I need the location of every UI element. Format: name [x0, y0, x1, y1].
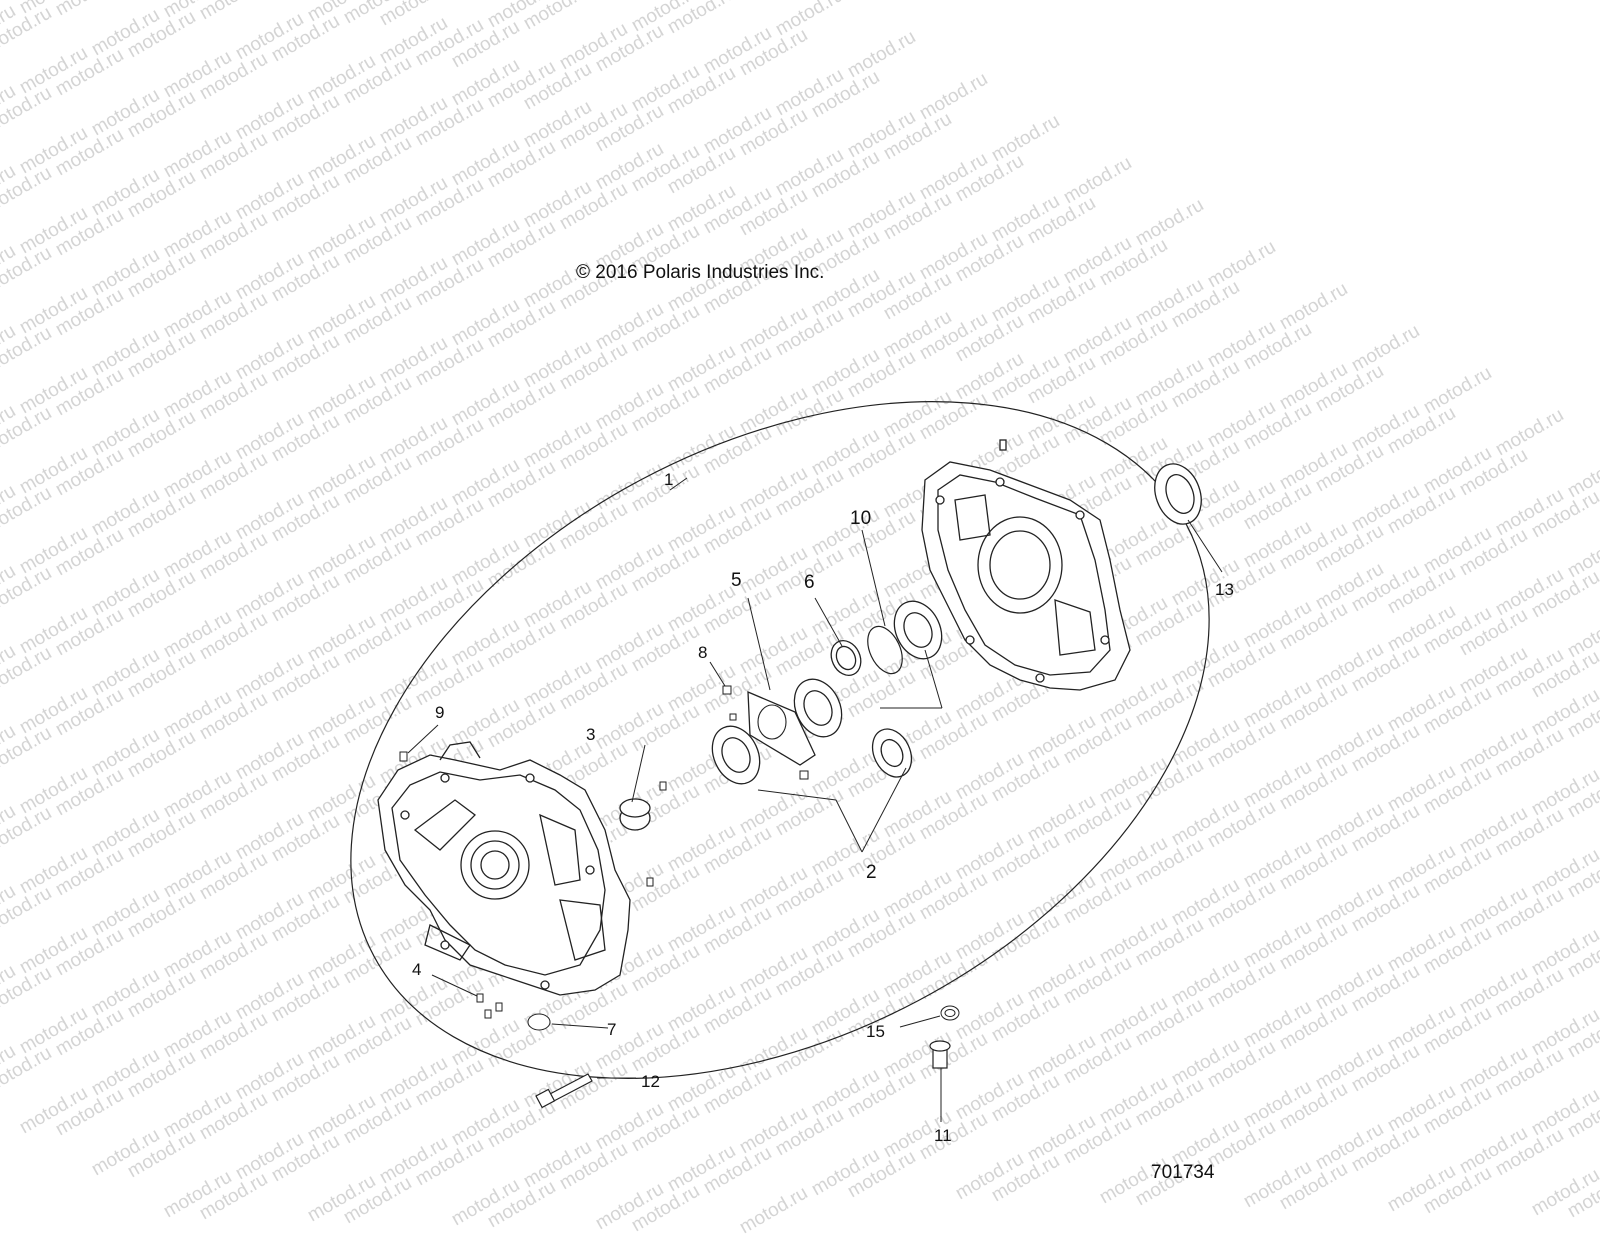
bearing-lower-right	[871, 728, 913, 778]
circlip-10	[867, 625, 903, 675]
screw-8c	[799, 770, 809, 780]
bushing-6	[830, 639, 862, 677]
callout-12: 12	[641, 1072, 660, 1091]
diagram-drawing	[350, 401, 1223, 1122]
dowel-9	[399, 751, 408, 762]
callout-5: 5	[731, 570, 742, 591]
oil-seal-13	[1154, 463, 1202, 525]
crankcase-left	[377, 741, 631, 996]
callout-1: 1	[664, 470, 674, 489]
callout-4: 4	[412, 960, 422, 979]
retainer-plate-5	[747, 690, 816, 766]
diagram-reference-number: 701734	[1151, 1162, 1215, 1183]
screw-8a	[722, 685, 732, 695]
callout-6: 6	[804, 572, 815, 593]
dowel-a	[659, 781, 667, 791]
plug-7	[527, 1013, 551, 1031]
callout-10: 10	[850, 508, 872, 529]
callout-2: 2	[866, 862, 877, 883]
bearing-right	[893, 600, 943, 660]
drain-plug-11	[929, 1040, 951, 1069]
leader-13	[1187, 519, 1223, 573]
leaders	[407, 477, 943, 1122]
callout-15: 15	[866, 1022, 885, 1041]
callout-11: 11	[934, 1126, 952, 1145]
copyright-notice: © 2016 Polaris Industries Inc.	[576, 262, 825, 283]
callout-7: 7	[607, 1020, 617, 1039]
callout-8: 8	[698, 643, 708, 662]
callout-3: 3	[586, 725, 596, 744]
callout-9: 9	[435, 703, 445, 722]
callout-13: 13	[1215, 580, 1234, 599]
bolt-12	[535, 1073, 593, 1109]
dowel-b	[646, 877, 654, 887]
bearing-lower-left	[711, 725, 761, 785]
crankcase-right	[921, 439, 1131, 691]
washer-15	[940, 1005, 960, 1021]
bushing-3	[619, 798, 651, 831]
screw-8b	[729, 713, 737, 721]
